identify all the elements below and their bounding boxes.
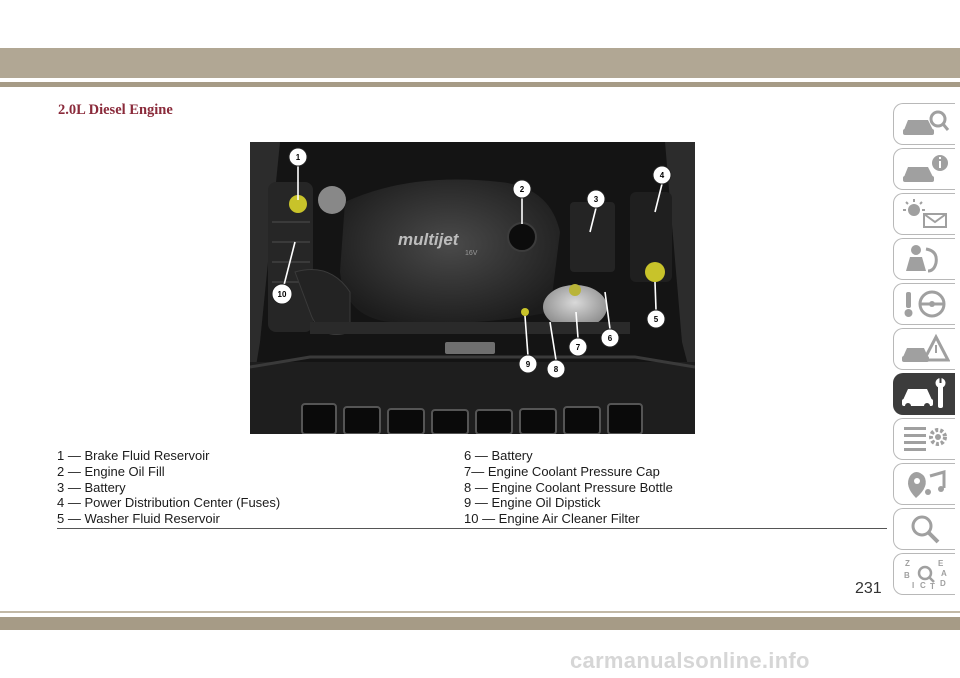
svg-text:B: B [904, 571, 910, 580]
footer-band [0, 617, 960, 630]
tab-dashboard-info[interactable] [893, 148, 955, 190]
search-icon [911, 515, 940, 544]
warning-light-message-icon [903, 199, 947, 228]
tab-getting-to-know-vehicle[interactable] [893, 103, 955, 145]
car-info-icon [903, 155, 948, 182]
legend-divider [57, 528, 887, 529]
tab-starting-operating[interactable] [893, 283, 955, 325]
legend-item: 7— Engine Coolant Pressure Cap [464, 463, 660, 479]
svg-text:C: C [920, 581, 926, 590]
page-title: 2.0L Diesel Engine [58, 102, 173, 118]
legend-item: 4 — Power Distribution Center (Fuses) [57, 495, 281, 511]
callout-4: 4 [652, 165, 672, 185]
legend-right-column: 6 — Battery 7— Engine Coolant Pressure C… [464, 448, 673, 527]
svg-text:10: 10 [278, 290, 287, 299]
car-magnifier-icon [903, 110, 950, 135]
callout-5: 5 [646, 309, 666, 329]
svg-text:7: 7 [576, 343, 581, 352]
footer-rule [0, 611, 960, 613]
header-band [0, 48, 960, 78]
svg-text:4: 4 [660, 171, 665, 180]
legend-item: 10 — Engine Air Cleaner Filter [464, 511, 640, 527]
tab-technical-specifications[interactable] [893, 418, 955, 460]
tab-in-case-of-emergency[interactable] [893, 328, 955, 370]
car-hazard-icon [902, 333, 950, 362]
tab-customer-assistance[interactable] [893, 508, 955, 550]
svg-text:E: E [938, 559, 944, 568]
tab-safety[interactable] [893, 238, 955, 280]
car-wrench-icon [902, 378, 946, 409]
engine-cover-logo: multijet [398, 230, 460, 249]
svg-text:Z: Z [905, 559, 910, 568]
svg-text:9: 9 [526, 360, 531, 369]
svg-text:2: 2 [520, 185, 525, 194]
svg-text:I: I [912, 581, 914, 590]
music-navigation-icon [908, 470, 946, 498]
legend-item: 6 — Battery [464, 448, 533, 463]
list-gear-icon [904, 427, 947, 451]
header-rule [0, 82, 960, 87]
tab-servicing-maintenance[interactable] [893, 373, 955, 415]
svg-text:5: 5 [654, 315, 659, 324]
callout-10: 10 [271, 283, 293, 305]
callout-6: 6 [600, 328, 620, 348]
legend-item: 2 — Engine Oil Fill [57, 463, 165, 479]
tab-multimedia[interactable] [893, 463, 955, 505]
svg-text:1: 1 [296, 153, 301, 162]
page-number: 231 [855, 580, 882, 597]
callout-7: 7 [568, 337, 588, 357]
callout-1: 1 [288, 147, 308, 167]
legend-item: 9 — Engine Oil Dipstick [464, 495, 601, 511]
tab-warning-lights[interactable] [893, 193, 955, 235]
svg-text:8: 8 [554, 365, 559, 374]
legend-item: 8 — Engine Coolant Pressure Bottle [464, 479, 673, 495]
engine-bay-photo: multijet 16V [250, 142, 695, 434]
callout-9: 9 [518, 354, 538, 374]
legend-item: 5 — Washer Fluid Reservoir [57, 511, 220, 527]
steering-wheel-key-icon [904, 290, 946, 318]
legend-item: 3 — Battery [57, 479, 126, 495]
svg-text:3: 3 [594, 195, 599, 204]
airbag-seat-icon [906, 245, 938, 273]
callout-8: 8 [546, 359, 566, 379]
svg-text:A: A [941, 569, 947, 578]
callout-badges: 1 2 3 4 5 6 7 8 9 10 [271, 147, 672, 379]
callout-2: 2 [512, 179, 532, 199]
footer-watermark: carmanualsonline.info [570, 648, 810, 673]
svg-text:6: 6 [608, 334, 613, 343]
callout-3: 3 [586, 189, 606, 209]
svg-text:T: T [930, 582, 935, 590]
svg-text:D: D [940, 579, 946, 588]
legend-left-column: 1 — Brake Fluid Reservoir 2 — Engine Oil… [57, 448, 280, 527]
legend-item: 1 — Brake Fluid Reservoir [57, 448, 210, 463]
engine-cover-subtext: 16V [465, 250, 478, 257]
